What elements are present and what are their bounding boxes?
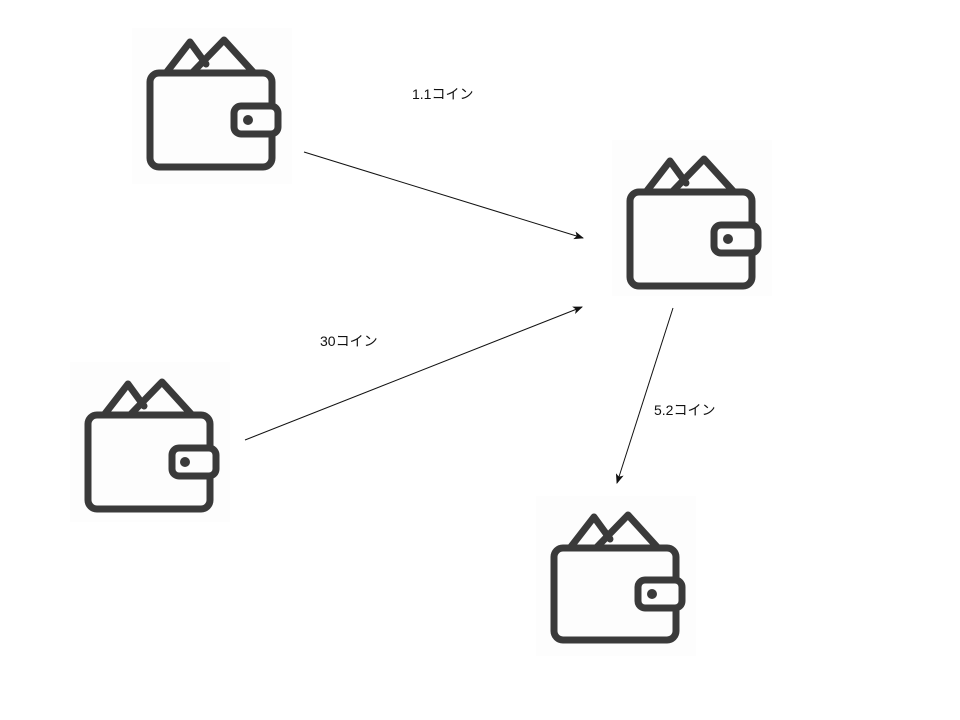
edge-label-b-to-c: 30コイン	[320, 333, 378, 349]
wallet-icon	[146, 36, 282, 171]
wallet-icon	[550, 511, 686, 644]
edge-label-c-to-d: 5.2コイン	[654, 402, 716, 418]
wallet-node-a	[132, 28, 292, 184]
arrow-a-to-c	[303, 151, 584, 240]
wallet-node-c	[612, 140, 772, 296]
wallet-icon	[626, 155, 762, 290]
arrow-c-to-d	[615, 307, 674, 484]
wallet-node-d	[536, 496, 696, 656]
edge-label-a-to-c: 1.1コイン	[412, 86, 474, 102]
wallet-icon	[84, 378, 220, 513]
arrow-b-to-c	[244, 306, 583, 441]
wallet-node-b	[70, 362, 230, 522]
